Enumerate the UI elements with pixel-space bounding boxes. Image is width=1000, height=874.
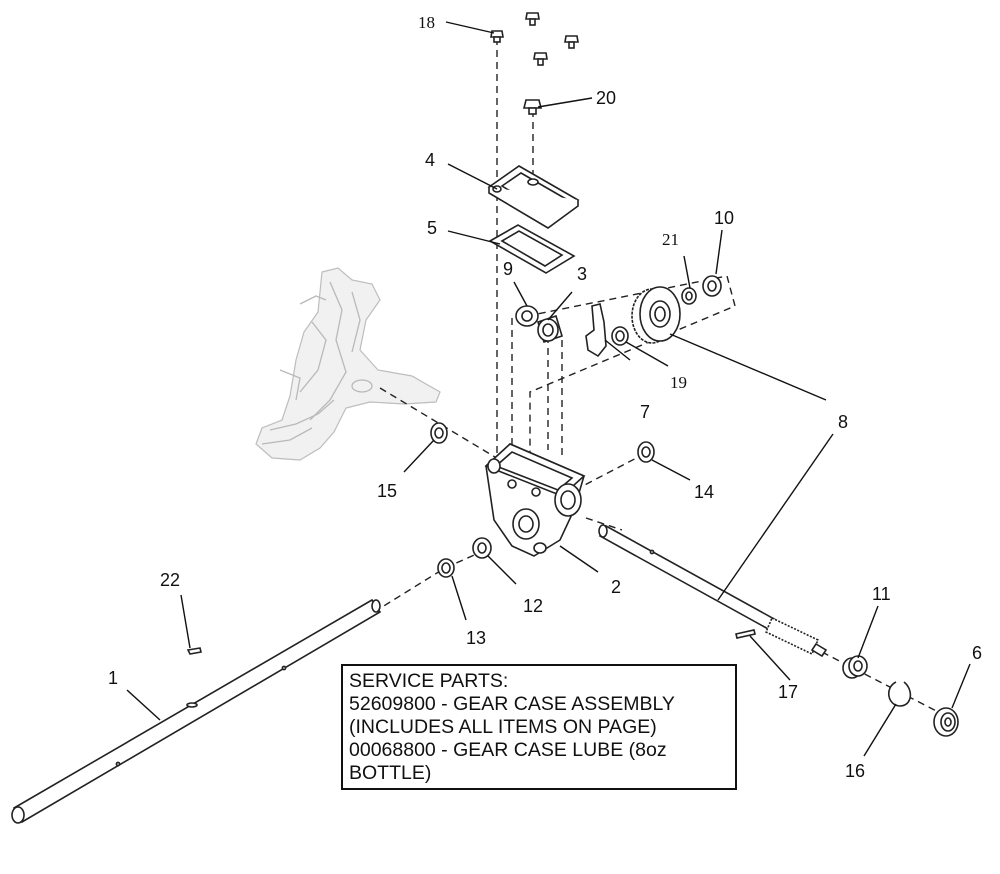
callout-12: 12 — [523, 596, 543, 616]
callout-10: 10 — [714, 208, 734, 228]
callout-20: 20 — [596, 88, 616, 108]
callout-16: 16 — [845, 761, 865, 781]
callout-17: 17 — [778, 682, 798, 702]
bushing-11 — [842, 655, 868, 679]
washer-12 — [472, 537, 492, 559]
callout-9: 9 — [503, 259, 513, 279]
callout-4: 4 — [425, 150, 435, 170]
service-parts-line: 52609800 - GEAR CASE ASSEMBLY — [349, 693, 675, 715]
screw-extra-c — [533, 52, 548, 66]
bearing-15 — [430, 422, 448, 444]
pin-22 — [186, 647, 202, 655]
callout-22: 22 — [160, 570, 180, 590]
callout-13: 13 — [466, 628, 486, 648]
service-parts-line: BOTTLE) — [349, 762, 432, 784]
leader-lines — [126, 21, 971, 757]
washer-13 — [437, 558, 455, 578]
service-parts-heading: SERVICE PARTS: — [349, 670, 509, 692]
gear-case-cover-4 — [487, 165, 580, 229]
callout-6: 6 — [972, 643, 982, 663]
callout-21: 21 — [662, 230, 679, 249]
bearing-9 — [515, 305, 539, 327]
service-parts-line: (INCLUDES ALL ITEMS ON PAGE) — [349, 716, 657, 738]
screw-extra-b — [564, 35, 579, 49]
callout-11: 11 — [872, 584, 891, 604]
callout-18: 18 — [418, 13, 435, 32]
auger-shaft-1 — [11, 598, 382, 824]
service-parts-line: 00068800 - GEAR CASE LUBE (8oz — [349, 739, 667, 761]
shift-fork-7 — [585, 303, 607, 358]
callout-labels: 1 2 3 4 5 6 7 8 9 10 11 12 13 14 15 16 1… — [108, 13, 982, 781]
callout-1: 1 — [108, 668, 118, 688]
snap-ring-16 — [888, 681, 912, 707]
seal-6 — [933, 707, 959, 737]
callout-7: 7 — [640, 402, 650, 422]
assembly-lines — [373, 38, 951, 719]
callout-15: 15 — [377, 481, 397, 501]
callout-3: 3 — [577, 264, 587, 284]
worm-gear-8 — [631, 286, 681, 344]
ghost-auger-housing — [255, 267, 441, 461]
screw-extra-a — [525, 12, 540, 26]
gasket-5 — [488, 224, 576, 274]
callout-5: 5 — [427, 218, 437, 238]
callout-19: 19 — [670, 373, 687, 392]
screw-20 — [522, 99, 543, 115]
callout-8: 8 — [838, 412, 848, 432]
bearing-14 — [637, 441, 655, 463]
pin-17 — [735, 629, 756, 639]
worm-shaft — [598, 524, 828, 658]
gear-case-housing-2 — [484, 443, 586, 557]
callout-2: 2 — [611, 577, 621, 597]
washer-21 — [681, 287, 697, 305]
service-parts-box: SERVICE PARTS: 52609800 - GEAR CASE ASSE… — [341, 664, 737, 790]
bearing-10 — [702, 275, 722, 297]
bushing-3 — [537, 314, 563, 344]
ring-19 — [611, 326, 629, 346]
callout-14: 14 — [694, 482, 714, 502]
